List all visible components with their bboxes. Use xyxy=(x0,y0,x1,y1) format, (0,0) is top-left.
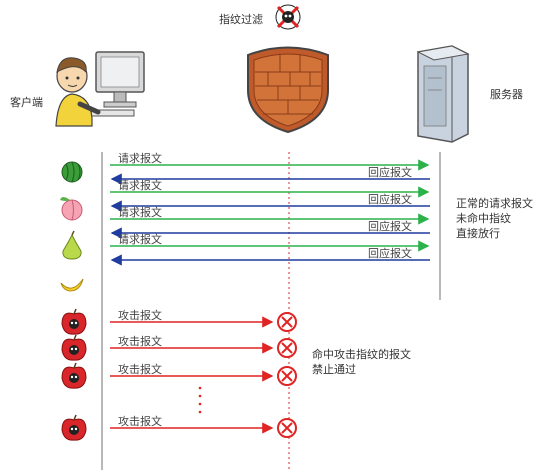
response-label: 回应报文 xyxy=(368,166,412,179)
poisoned-apple-icon xyxy=(61,414,87,441)
attack-label: 攻击报文 xyxy=(118,335,162,348)
server-icon xyxy=(416,45,470,143)
attack-label: 攻击报文 xyxy=(118,363,162,376)
filter-label: 指纹过滤 xyxy=(219,13,263,26)
request-label: 请求报文 xyxy=(118,206,162,219)
poisoned-apple-icon xyxy=(61,362,87,389)
ellipsis-dot xyxy=(198,402,202,406)
block-icon xyxy=(277,312,297,332)
watermelon-icon xyxy=(61,161,83,183)
attack-label: 攻击报文 xyxy=(118,309,162,322)
request-label: 请求报文 xyxy=(118,179,162,192)
attack-label: 攻击报文 xyxy=(118,415,162,428)
request-label: 请求报文 xyxy=(118,233,162,246)
ellipsis-dot xyxy=(198,410,202,414)
block-icon xyxy=(277,338,297,358)
firewall-shield-icon xyxy=(247,46,329,134)
response-label: 回应报文 xyxy=(368,220,412,233)
pear-icon xyxy=(62,230,82,260)
block-icon xyxy=(277,418,297,438)
attack-note: 命中攻击指纹的报文 禁止通过 xyxy=(312,348,411,376)
request-label: 请求报文 xyxy=(118,152,162,165)
normal-note: 正常的请求报文 未命中指纹 直接放行 xyxy=(456,197,533,240)
ellipsis-dot xyxy=(198,394,202,398)
ellipsis-dot xyxy=(198,386,202,390)
response-label: 回应报文 xyxy=(368,193,412,206)
fingerprint-icon xyxy=(275,4,301,30)
block-icon xyxy=(277,366,297,386)
poisoned-apple-icon xyxy=(61,308,87,335)
client-label: 客户端 xyxy=(10,96,43,109)
peach-icon xyxy=(60,197,83,221)
poisoned-apple-icon xyxy=(61,334,87,361)
response-label: 回应报文 xyxy=(368,247,412,260)
client-computer-icon xyxy=(55,51,145,127)
banana-icon xyxy=(60,278,84,292)
server-label: 服务器 xyxy=(490,88,523,101)
